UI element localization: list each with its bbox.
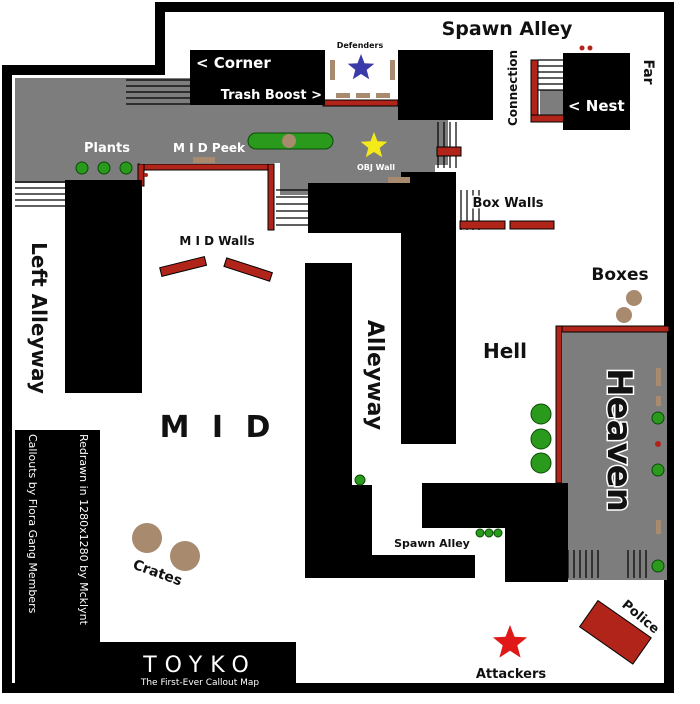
label-hell: Hell bbox=[483, 339, 527, 363]
attacker-spawn-star bbox=[492, 625, 528, 658]
red-walls bbox=[137, 59, 670, 665]
heaven-box bbox=[656, 368, 661, 386]
heaven-wall-top bbox=[555, 325, 670, 333]
plant bbox=[75, 161, 89, 175]
crate bbox=[170, 541, 200, 571]
crates-group bbox=[132, 60, 661, 571]
left-alley-building bbox=[65, 180, 142, 393]
mid-peek-wall-top bbox=[137, 163, 275, 171]
mid-peek-wall-right bbox=[267, 163, 275, 231]
plant bbox=[530, 452, 552, 474]
stairs-top-left bbox=[126, 79, 190, 105]
plant bbox=[493, 528, 503, 538]
trash-item bbox=[356, 93, 370, 98]
credit-callouts: Callouts by Flora Gang Members bbox=[26, 434, 39, 614]
connector-red-block bbox=[436, 146, 462, 157]
nest-wall-vertical bbox=[530, 59, 539, 121]
plant bbox=[484, 528, 494, 538]
alleyway-building bbox=[305, 263, 475, 578]
label-obj-wall: OBJ Wall bbox=[357, 163, 395, 172]
plants-group bbox=[75, 132, 665, 573]
label-far: Far bbox=[640, 59, 656, 84]
mid-wall-right bbox=[223, 257, 274, 282]
label-connection: Connection bbox=[506, 50, 520, 126]
trash-item bbox=[336, 93, 350, 98]
label-spawn-alley-top: Spawn Alley bbox=[442, 18, 573, 40]
stairs-nest bbox=[538, 59, 565, 91]
corner-building bbox=[190, 50, 325, 105]
box bbox=[626, 290, 642, 306]
stairs-left-alley bbox=[15, 181, 65, 207]
label-alleyway: Alleyway bbox=[362, 320, 387, 430]
markers-red bbox=[144, 45, 661, 447]
trash-item bbox=[330, 60, 335, 80]
plant bbox=[651, 463, 665, 477]
trash-item bbox=[390, 60, 395, 80]
label-mid: M I D bbox=[160, 410, 277, 445]
heaven-box bbox=[656, 396, 661, 406]
plant bbox=[354, 474, 366, 486]
label-attackers: Attackers bbox=[476, 667, 546, 682]
plant bbox=[651, 411, 665, 425]
label-defenders: Defenders bbox=[337, 41, 384, 50]
plant bbox=[651, 559, 665, 573]
heaven-box bbox=[656, 520, 661, 534]
stairs-spawn-connector bbox=[437, 122, 457, 168]
planter-pot bbox=[282, 134, 296, 148]
nest-building bbox=[563, 53, 630, 130]
spawn-alley-building bbox=[422, 483, 568, 582]
marker-dot bbox=[144, 173, 148, 177]
nest-wall-horizontal bbox=[530, 114, 566, 123]
marker-dot bbox=[587, 45, 593, 51]
label-boxes: Boxes bbox=[591, 265, 648, 285]
alley-right-building bbox=[401, 172, 456, 444]
spawn-building bbox=[398, 50, 493, 120]
obj-box bbox=[388, 177, 410, 183]
label-left-alleyway: Left Alleyway bbox=[27, 242, 51, 394]
heaven-floor-area bbox=[563, 330, 667, 580]
label-plants: Plants bbox=[84, 141, 130, 156]
trash-item bbox=[376, 93, 390, 98]
title-box bbox=[100, 642, 296, 688]
stairs-mid-peek bbox=[276, 189, 314, 226]
marker-dot bbox=[579, 45, 585, 51]
plant bbox=[530, 428, 552, 450]
plant bbox=[530, 403, 552, 425]
plant bbox=[119, 161, 133, 175]
crate bbox=[132, 523, 162, 553]
label-trash-boost: Trash Boost > bbox=[221, 88, 322, 103]
mid-wall-left bbox=[159, 255, 208, 278]
box bbox=[616, 307, 632, 323]
label-nest: < Nest bbox=[568, 97, 625, 115]
box-wall-2 bbox=[509, 220, 555, 230]
peek-box bbox=[193, 157, 215, 163]
credits-strip bbox=[15, 430, 100, 688]
buildings bbox=[15, 50, 630, 688]
heaven-wall-left bbox=[555, 325, 563, 484]
credit-redrawn: Redrawn in 1280x1280 by Mcklynt bbox=[77, 434, 90, 626]
label-mid-peek: M I D Peek bbox=[173, 141, 246, 155]
police-car bbox=[578, 599, 652, 665]
plant bbox=[475, 528, 485, 538]
defender-spawn-star bbox=[347, 54, 375, 80]
map-subtitle: The First-Ever Callout Map bbox=[140, 678, 260, 688]
label-corner: < Corner bbox=[196, 54, 271, 72]
plant bbox=[97, 161, 111, 175]
label-box-walls: Box Walls bbox=[472, 196, 543, 211]
marker-dot bbox=[655, 441, 661, 447]
spawn-wall bbox=[322, 99, 399, 107]
label-spawn-alley-bottom: Spawn Alley bbox=[394, 537, 470, 550]
objective-star bbox=[360, 132, 388, 158]
map-title: TOYKO bbox=[142, 653, 257, 678]
label-mid-walls: M I D Walls bbox=[179, 234, 254, 248]
box-wall-1 bbox=[459, 220, 506, 230]
label-heaven: Heaven bbox=[599, 368, 639, 512]
